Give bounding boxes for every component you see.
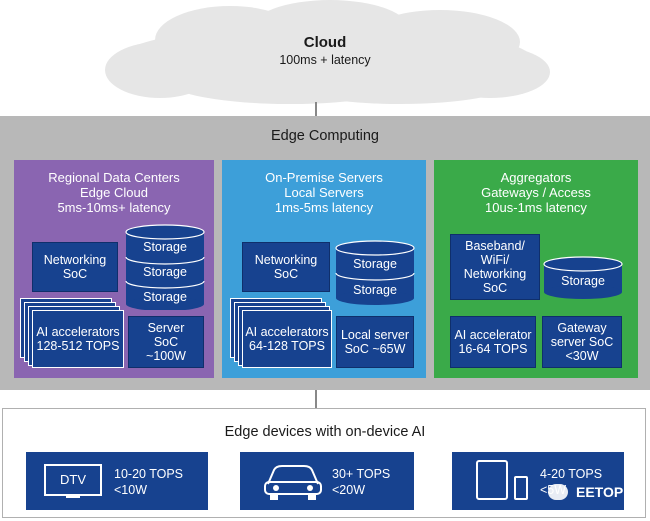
tv-icon-label: DTV bbox=[60, 472, 86, 487]
cloud-shape bbox=[105, 0, 550, 104]
col2-ai-accelerators: AI accelerators 64-128 TOPS bbox=[242, 310, 332, 368]
col3-storage bbox=[543, 256, 623, 299]
col2-storage-1: Storage bbox=[353, 257, 397, 271]
edge-devices-title: Edge devices with on-device AI bbox=[224, 424, 426, 440]
col3-ai-accelerator: AI accelerator 16-64 TOPS bbox=[450, 316, 536, 368]
device2-power: <20W bbox=[332, 483, 366, 497]
phone-icon bbox=[514, 476, 528, 500]
col1-ai-accelerators: AI accelerators 128-512 TOPS bbox=[32, 310, 124, 368]
col2-title2: Local Servers bbox=[284, 185, 364, 200]
cloud-edge-connector bbox=[315, 102, 317, 116]
col2-local-server-soc: Local server SoC ~65W bbox=[336, 316, 414, 368]
device1-power: <10W bbox=[114, 483, 148, 497]
col1-storage-2: Storage bbox=[143, 265, 187, 279]
wechat-icon bbox=[548, 484, 568, 500]
watermark-text: EETOP bbox=[576, 484, 624, 500]
car-icon bbox=[264, 465, 322, 500]
col1-server-soc: Server SoC ~100W bbox=[128, 316, 204, 368]
col2-title1: On-Premise Servers bbox=[265, 170, 383, 185]
col1-latency: 5ms-10ms+ latency bbox=[57, 200, 171, 215]
cloud-latency: 100ms + latency bbox=[279, 53, 371, 67]
col1-storage-1: Storage bbox=[143, 240, 187, 254]
device2-tops: 30+ TOPS bbox=[332, 467, 391, 481]
tv-stand bbox=[66, 496, 80, 498]
col2-latency: 1ms-5ms latency bbox=[274, 200, 374, 215]
col1-storage-stack bbox=[125, 224, 205, 310]
tablet-icon bbox=[476, 460, 508, 500]
device3-tops: 4-20 TOPS bbox=[540, 467, 603, 481]
col2-networking-soc: Networking SoC bbox=[242, 242, 330, 292]
tv-icon bbox=[44, 464, 102, 496]
col1-storage-3: Storage bbox=[143, 290, 187, 304]
edge-computing-title: Edge Computing bbox=[270, 128, 379, 144]
col3-title2: Gateways / Access bbox=[481, 185, 591, 200]
edge-devices-connector bbox=[315, 390, 317, 408]
col3-baseband-soc: Baseband/ WiFi/ Networking SoC bbox=[450, 234, 540, 300]
col3-title1: Aggregators bbox=[500, 170, 572, 185]
col3-latency: 10us-1ms latency bbox=[485, 200, 587, 215]
col3-gateway-server-soc: Gateway server SoC <30W bbox=[542, 316, 622, 368]
col1-title1: Regional Data Centers bbox=[48, 170, 180, 185]
col1-networking-soc: Networking SoC bbox=[32, 242, 118, 292]
device-dtv-box bbox=[26, 452, 208, 510]
cloud-title: Cloud bbox=[303, 34, 347, 51]
col2-storage-2: Storage bbox=[353, 283, 397, 297]
col3-storage-1: Storage bbox=[561, 274, 605, 288]
device1-tops: 10-20 TOPS bbox=[114, 467, 184, 481]
col1-title2: Edge Cloud bbox=[80, 185, 148, 200]
col2-storage-stack bbox=[335, 240, 415, 305]
